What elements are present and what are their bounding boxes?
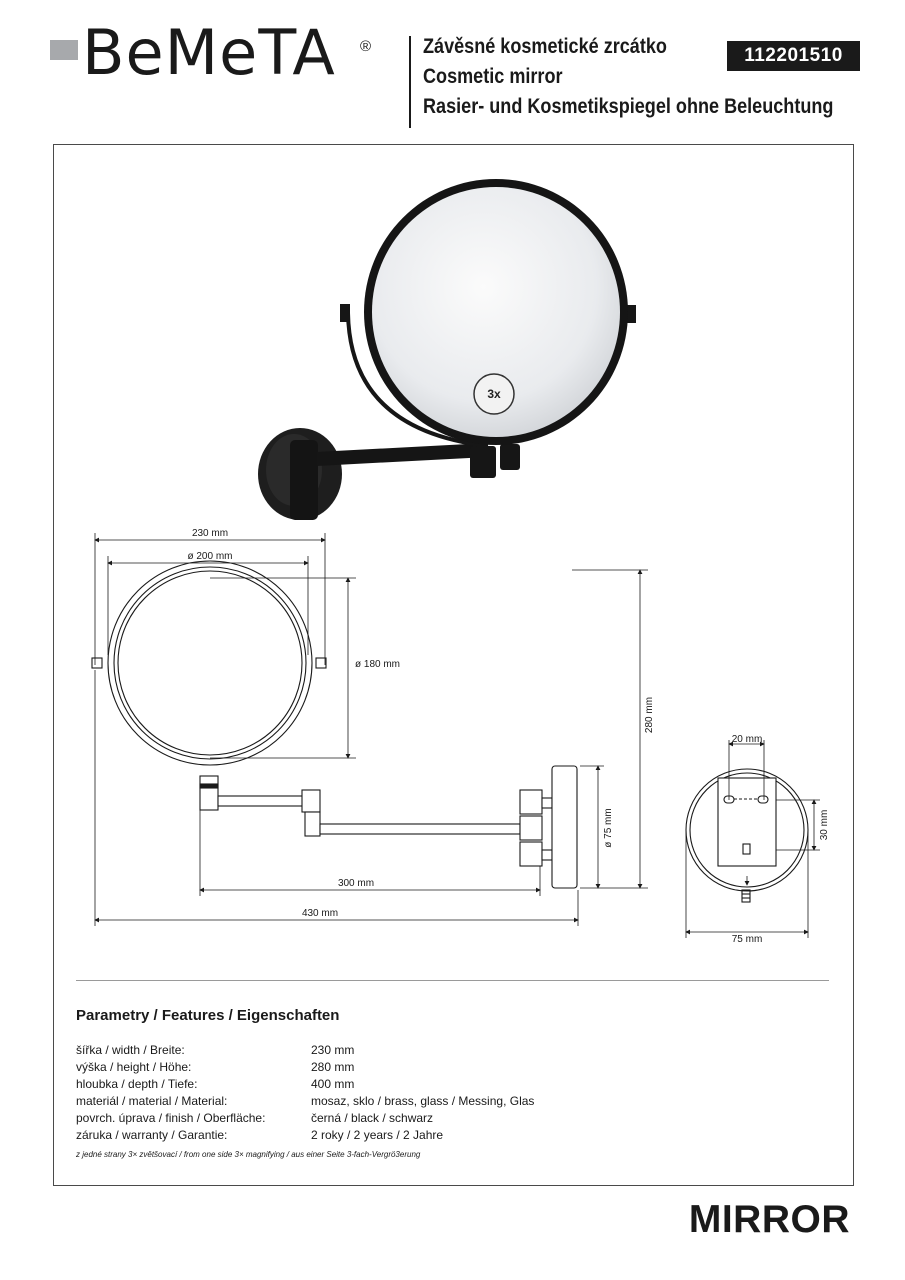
dim-height: 280 mm bbox=[644, 697, 655, 733]
dim-width: 230 mm bbox=[192, 528, 228, 539]
spec-value: černá / black / schwarz bbox=[311, 1111, 434, 1125]
title-cz: Závěsné kosmetické zrcátko bbox=[423, 35, 667, 58]
registered-mark: ® bbox=[360, 38, 372, 55]
dim-arm: 300 mm bbox=[338, 878, 374, 889]
spec-label: výška / height / Höhe: bbox=[76, 1060, 192, 1074]
product-photo: 3x bbox=[258, 179, 636, 520]
spec-value: 400 mm bbox=[311, 1077, 355, 1091]
header-divider bbox=[409, 36, 411, 128]
dim-rosette: ø 75 mm bbox=[603, 808, 614, 847]
side-view-drawing bbox=[91, 560, 578, 889]
logo-mark bbox=[50, 40, 78, 60]
footnote: z jedné strany 3× zvětšovací / from one … bbox=[76, 1150, 421, 1159]
dim-plate-75: 75 mm bbox=[732, 934, 763, 945]
product-code: 112201510 bbox=[727, 41, 860, 71]
spec-label: materiál / material / Material: bbox=[76, 1094, 228, 1108]
spec-value: 230 mm bbox=[311, 1043, 355, 1057]
spec-label: hloubka / depth / Tiefe: bbox=[76, 1077, 198, 1091]
title-de: Rasier- und Kosmetikspiegel ohne Beleuch… bbox=[423, 95, 834, 118]
title-en: Cosmetic mirror bbox=[423, 65, 563, 88]
spec-label: šířka / width / Breite: bbox=[76, 1043, 185, 1057]
features-title: Parametry / Features / Eigenschaften bbox=[76, 1007, 340, 1024]
section-divider bbox=[76, 980, 829, 981]
spec-value: 280 mm bbox=[311, 1060, 355, 1074]
category-label: MIRROR bbox=[688, 1198, 850, 1241]
spec-label: povrch. úprava / finish / Oberfläche: bbox=[76, 1111, 266, 1125]
magnification-badge bbox=[473, 373, 515, 415]
spec-value: 2 roky / 2 years / 2 Jahre bbox=[311, 1128, 444, 1142]
swing-arm bbox=[316, 443, 479, 466]
dim-total: 430 mm bbox=[302, 908, 338, 919]
magnification-badge-text: 3x bbox=[487, 387, 501, 401]
dim-diameter-180: ø 180 mm bbox=[355, 659, 400, 670]
dim-plate-20: 20 mm bbox=[732, 734, 763, 745]
spec-label: záruka / warranty / Garantie: bbox=[76, 1128, 228, 1142]
mirror-glass bbox=[372, 187, 620, 437]
dim-diameter-200: ø 200 mm bbox=[187, 551, 232, 562]
brand-logo: BeMeTA bbox=[82, 16, 336, 89]
dim-plate-30: 30 mm bbox=[819, 810, 830, 841]
content-frame bbox=[53, 144, 854, 1186]
spec-value: mosaz, sklo / brass, glass / Messing, Gl… bbox=[311, 1094, 535, 1108]
product-titles: Závěsné kosmetické zrcátko Cosmetic mirr… bbox=[423, 32, 900, 122]
